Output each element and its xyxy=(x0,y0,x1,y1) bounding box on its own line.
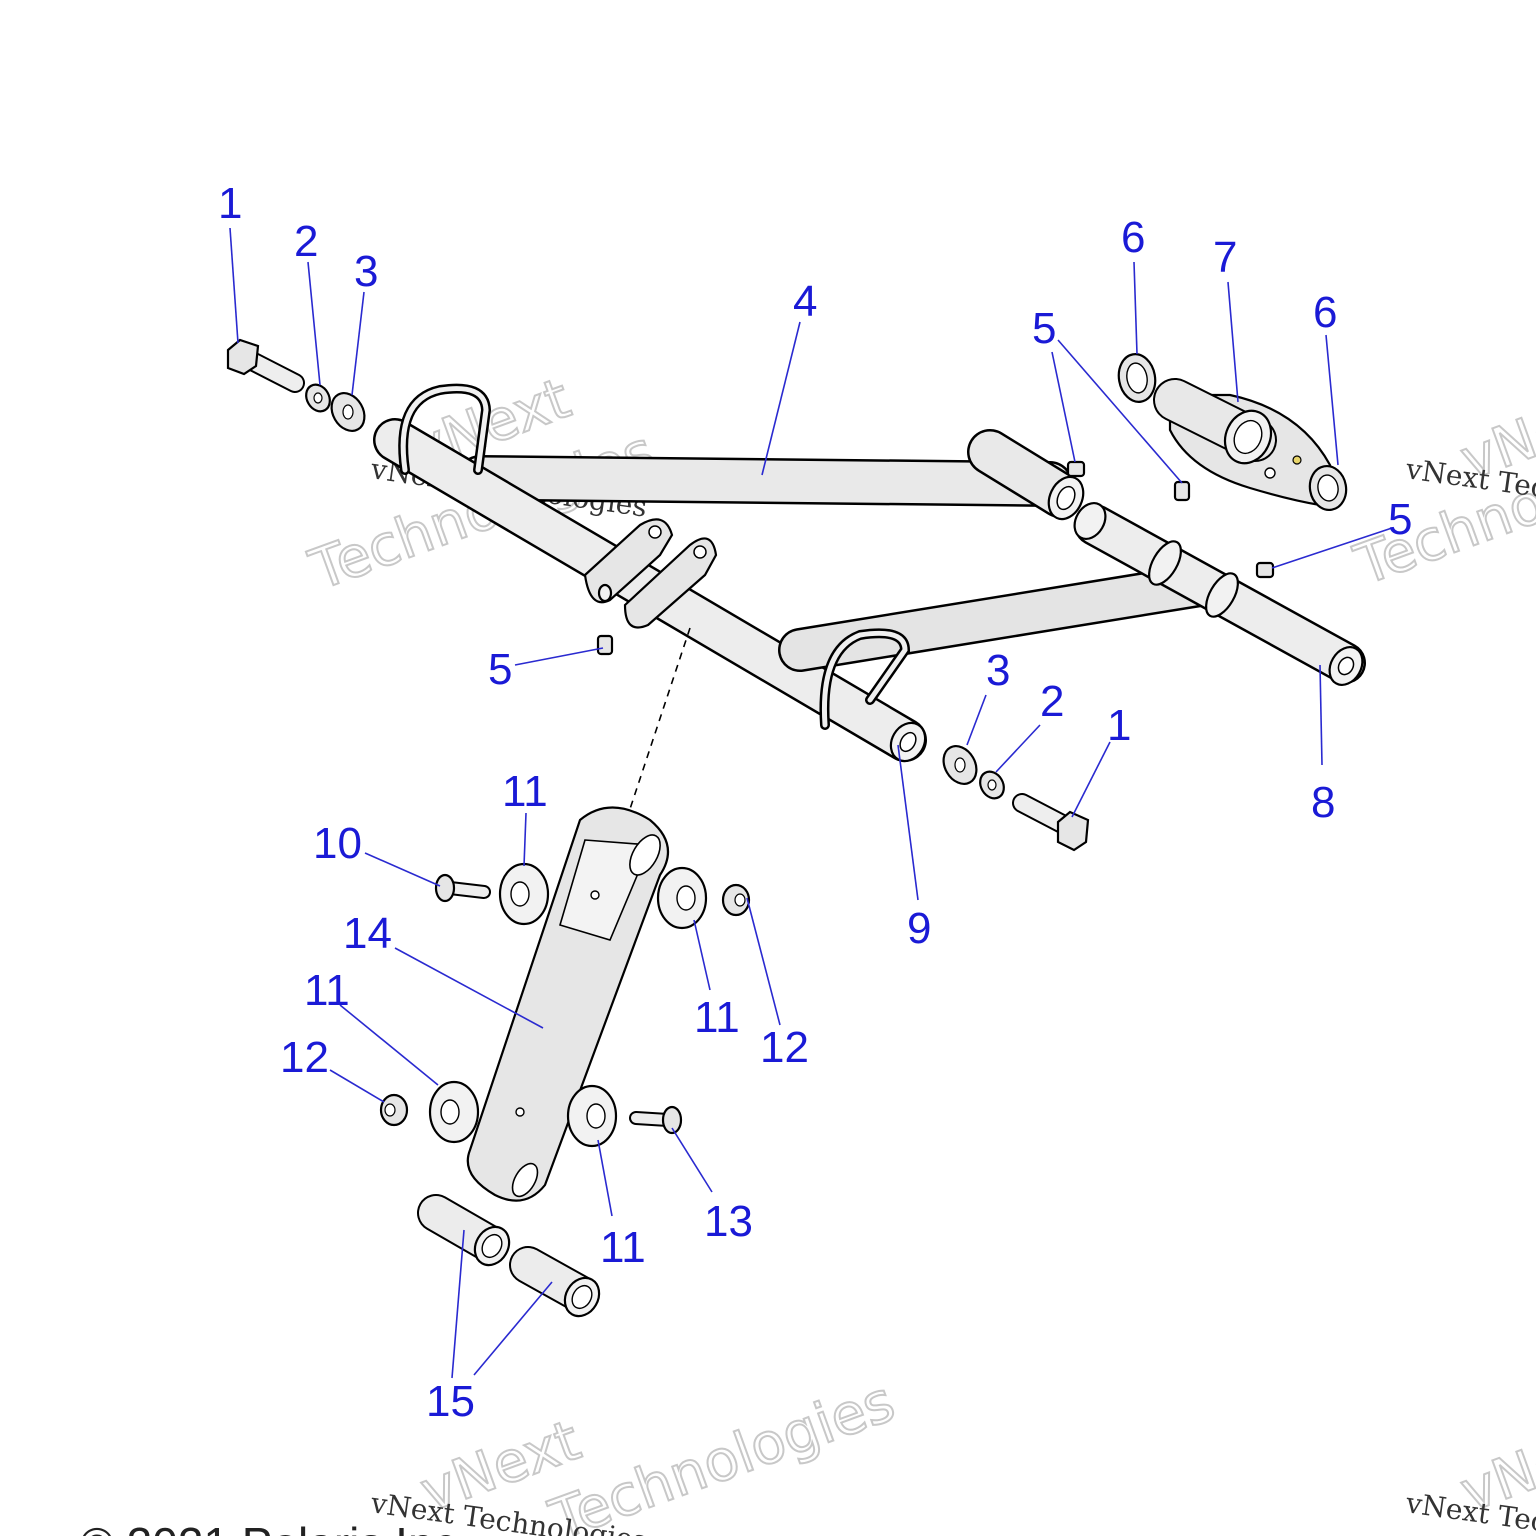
bolt-13 xyxy=(629,1105,683,1135)
callout-9: 9 xyxy=(907,904,931,953)
callout-2-upper: 2 xyxy=(294,217,318,266)
bolt-1-upper xyxy=(226,338,305,393)
callout-labels: 1 2 3 4 5 6 7 6 5 5 3 2 1 8 9 11 10 14 1… xyxy=(218,179,1412,1426)
callout-10: 10 xyxy=(313,819,362,868)
grease-fitting-5b xyxy=(1173,480,1191,502)
bolt-10 xyxy=(434,873,491,903)
leader-lines xyxy=(229,227,1393,1379)
washer-11-a xyxy=(498,862,550,926)
grease-fitting-5a xyxy=(1066,460,1086,478)
grease-fitting-5d xyxy=(596,634,614,656)
callout-8: 8 xyxy=(1311,778,1335,827)
callout-5-left: 5 xyxy=(488,645,512,694)
callout-11-right: 11 xyxy=(694,993,740,1042)
callout-12-right: 12 xyxy=(760,1023,809,1072)
grease-fitting-5c xyxy=(1255,561,1275,579)
callout-1-lower: 1 xyxy=(1107,701,1131,750)
watermark-bottom: vNext Technologies vNext Technologies vN… xyxy=(368,1368,1536,1536)
watermark-big-6: Technologies xyxy=(542,1369,903,1536)
watermark-right: vNext Technologies vNext Technologies xyxy=(1346,375,1536,599)
a-arm-assembly xyxy=(373,383,1366,763)
callout-1-upper: 1 xyxy=(218,179,242,228)
washer-11-c xyxy=(428,1080,480,1144)
callout-11-bottom: 11 xyxy=(600,1223,646,1272)
callout-11-top: 11 xyxy=(502,767,548,816)
nut-12-a xyxy=(721,883,751,917)
bushing-15-a xyxy=(417,1194,511,1267)
callout-5-right: 5 xyxy=(1388,495,1412,544)
callout-2-lower: 2 xyxy=(1040,677,1064,726)
callout-11-left: 11 xyxy=(304,966,350,1015)
callout-6-right: 6 xyxy=(1313,288,1337,337)
callout-6-left: 6 xyxy=(1121,213,1145,262)
callout-5-top: 5 xyxy=(1032,304,1056,353)
callout-4: 4 xyxy=(793,277,817,326)
callout-7: 7 xyxy=(1213,233,1237,282)
link-arm-14 xyxy=(466,806,670,1202)
washer-11-d xyxy=(566,1084,618,1148)
callout-15: 15 xyxy=(426,1377,475,1426)
washer-11-b xyxy=(656,866,708,930)
callout-3-lower: 3 xyxy=(986,646,1010,695)
bolt-1-lower xyxy=(1012,793,1090,852)
callout-3-upper: 3 xyxy=(354,247,378,296)
pivot-bracket-7 xyxy=(1153,378,1337,507)
alignment-line xyxy=(627,627,691,816)
nut-12-b xyxy=(379,1093,409,1127)
callout-14: 14 xyxy=(343,909,392,958)
callout-13: 13 xyxy=(704,1197,753,1246)
bushing-15-b xyxy=(509,1246,601,1318)
callout-12-left: 12 xyxy=(280,1033,329,1082)
copyright-text: © 2021 Polaris Inc. xyxy=(80,1518,469,1536)
